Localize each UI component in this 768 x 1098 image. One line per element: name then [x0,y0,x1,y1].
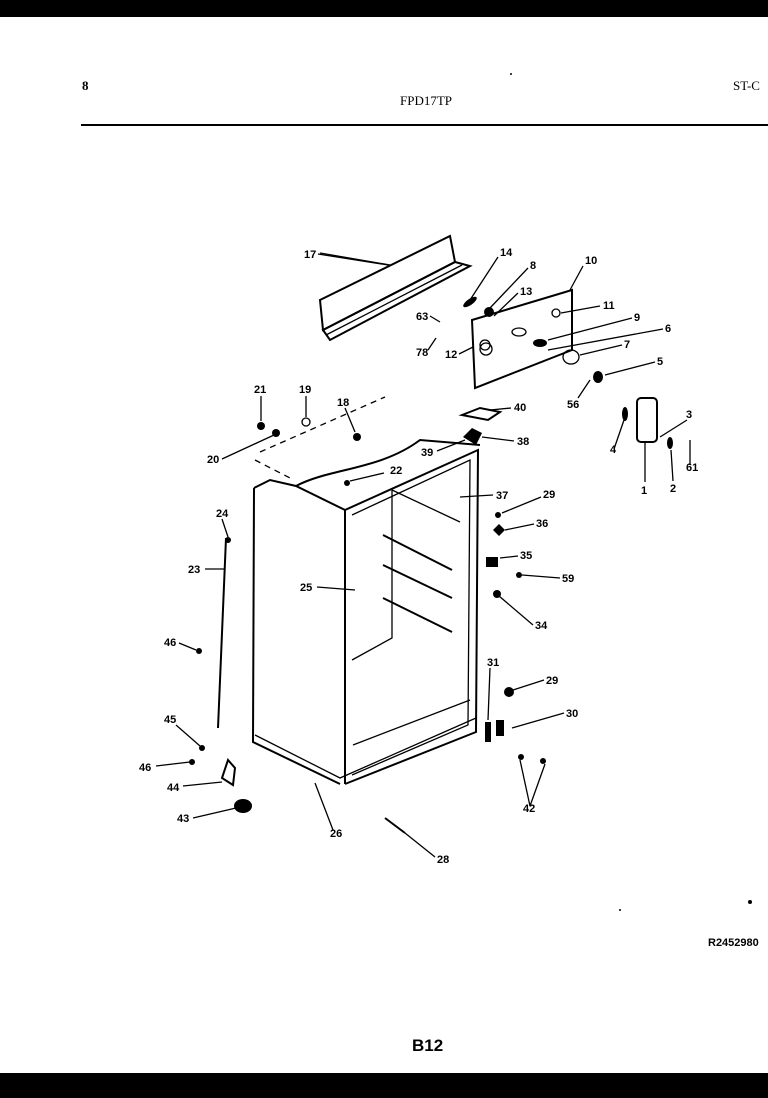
callout-31: 31 [487,657,499,669]
callout-18: 18 [337,397,349,409]
page-code: B12 [412,1036,444,1055]
callout-46-lower: 46 [139,762,151,774]
callout-39: 39 [421,447,433,459]
section-code: ST-C [733,78,760,93]
callout-9: 9 [634,312,640,324]
callout-36: 36 [536,518,548,530]
scan-speck [510,73,512,75]
callout-78: 78 [416,347,428,359]
callout-25: 25 [300,582,312,594]
callout-6: 6 [665,323,671,335]
callout-20: 20 [207,454,219,466]
model-number: FPD17TP [400,93,453,108]
callout-2: 2 [670,483,676,495]
callout-21: 21 [254,384,266,396]
callout-22: 22 [390,465,402,477]
scan-speck [619,909,621,911]
callout-10: 10 [585,255,597,267]
callout-42: 42 [523,803,535,815]
callout-43: 43 [177,813,189,825]
callout-12: 12 [445,349,457,361]
callout-1: 1 [641,485,647,497]
callout-24: 24 [216,508,229,520]
callout-29-lower: 29 [546,675,558,687]
callout-17: 17 [304,249,316,261]
control-panel-part-10 [463,288,603,390]
cabinet-body [251,396,503,785]
callout-40: 40 [514,402,526,414]
callout-5: 5 [657,356,663,368]
callout-45: 45 [164,714,176,726]
callout-37: 37 [496,490,508,502]
callout-56: 56 [567,399,579,411]
callout-4: 4 [610,444,617,456]
scan-speck [748,900,752,904]
callout-3: 3 [686,409,692,421]
callout-59: 59 [562,573,574,585]
light-housing-part-1 [622,397,673,449]
callout-35: 35 [520,550,532,562]
callout-13: 13 [520,286,532,298]
callout-28: 28 [437,854,449,866]
page-number: 8 [82,78,89,93]
callout-labels: 17 14 8 13 63 78 12 10 11 9 6 7 5 56 21 … [139,247,698,866]
callout-7: 7 [624,339,630,351]
callout-38: 38 [517,436,529,448]
bottom-scan-border [0,1073,768,1098]
drawing-reference-code: R2452980 [708,937,759,949]
callout-14: 14 [500,247,513,259]
callout-23: 23 [188,564,200,576]
callout-30: 30 [566,708,578,720]
rod-part-23 [217,537,227,729]
top-scan-border [0,0,768,17]
small-hardware-parts [189,417,546,834]
callout-44: 44 [167,782,180,794]
callout-19: 19 [299,384,311,396]
callout-11: 11 [603,300,615,312]
callout-29-top: 29 [543,489,555,501]
callout-61: 61 [686,462,698,474]
callout-46-upper: 46 [164,637,176,649]
header-rule [81,124,768,126]
callout-8: 8 [530,260,536,272]
callout-34: 34 [535,620,548,632]
leader-lines [155,253,691,858]
callout-63: 63 [416,311,428,323]
top-trim-part-17 [318,234,473,342]
callout-26: 26 [330,828,342,840]
